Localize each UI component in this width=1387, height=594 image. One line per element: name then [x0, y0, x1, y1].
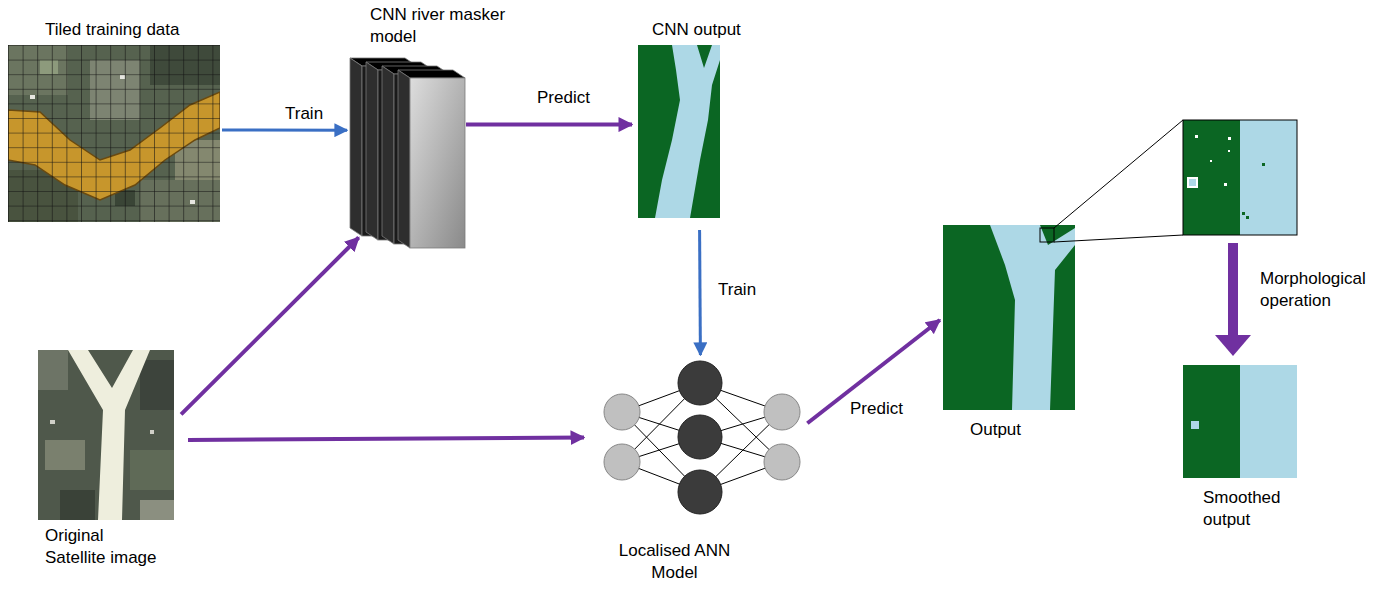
tiled-training-image: Tiled training data [8, 45, 220, 222]
node-caption: Localised ANN Model [612, 540, 737, 584]
ann-network-part [678, 470, 722, 514]
zoom-inset-part [1240, 120, 1297, 235]
ann-network-part [764, 394, 800, 430]
output-mask-image-part [943, 225, 1075, 410]
zoom-leader-line [1054, 120, 1183, 242]
node-caption: CNN river masker model [370, 4, 515, 48]
flow-arrow [466, 123, 632, 127]
morphology-arrow-part [1215, 335, 1251, 356]
zoom-inset-part [1195, 135, 1198, 138]
node-caption: Smoothed output [1203, 487, 1298, 531]
zoom-inset-part [1183, 120, 1297, 235]
cnn-layer-stack-part [398, 70, 410, 248]
output-mask: Output [943, 225, 1075, 410]
cnn-layer-stack-part [366, 62, 378, 240]
connector-group [181, 125, 940, 441]
ann-model: Localised ANN Model [600, 360, 805, 515]
cnn-layer-stack-part [410, 78, 465, 248]
zoom-inset-part [1228, 150, 1230, 152]
cnn-layer-stack-part [350, 58, 362, 236]
cnn-layer-stack-part [382, 66, 394, 244]
edge-label: Train [716, 279, 758, 301]
ann-network-part [604, 394, 640, 430]
cnn-output-mask: CNN output [638, 45, 720, 218]
zoom-leader-line-part [1054, 120, 1183, 228]
zoom-inset-part [1242, 212, 1245, 215]
satellite-image-part [50, 420, 55, 424]
edge-label: Predict [848, 398, 905, 420]
cnn-layer-stack [350, 58, 465, 248]
cnn-output-mask-image [638, 45, 720, 218]
satellite-image-part [68, 350, 150, 520]
ann-network-part [764, 444, 800, 480]
morphology-arrow [1215, 243, 1251, 356]
zoom-inset [1183, 120, 1297, 235]
tiled-training-image-part [8, 45, 220, 222]
zoom-inset-part [1224, 183, 1227, 186]
flow-arrow [807, 320, 939, 423]
edge-label: Predict [535, 87, 592, 109]
satellite-image [38, 350, 174, 520]
satellite-image-part [130, 450, 174, 490]
satellite-image-part [140, 500, 174, 520]
zoom-inset-part [1183, 120, 1240, 235]
flow-arrow [698, 230, 702, 355]
satellite-image-part [140, 360, 174, 410]
zoom-leader-line-part [1054, 235, 1183, 242]
node-caption: Tiled training data [45, 19, 180, 41]
flow-arrow [181, 238, 359, 415]
cnn-model-stack: CNN river masker model [350, 58, 465, 248]
smoothed-output-mask: Smoothed output [1183, 365, 1297, 478]
satellite-image-part [150, 430, 154, 434]
ann-network-part [604, 444, 640, 480]
flow-arrow [188, 438, 584, 440]
ann-network [604, 361, 800, 514]
zoom-inset-part [1262, 163, 1265, 166]
satellite-image: Original Satellite image [38, 350, 174, 520]
tiled-training-image-part [8, 45, 220, 222]
zoom-inset-part [1188, 178, 1197, 187]
smoothed-output-image-part [1191, 421, 1199, 429]
ann-network-part [678, 361, 722, 405]
node-caption: Output [970, 419, 1021, 441]
morphology-arrow-part [1228, 243, 1238, 337]
tiled-training-image [8, 45, 220, 222]
cnn-output-mask-image-part [638, 45, 720, 218]
satellite-image-part [45, 440, 85, 470]
output-mask-image-part [990, 225, 1075, 410]
operation-label: Morphological operation [1260, 268, 1375, 312]
output-mask-image [943, 225, 1075, 410]
satellite-image-part [38, 350, 68, 390]
flow-arrow [222, 128, 347, 131]
smoothed-output-image-part [1183, 365, 1240, 478]
edge-label: Train [283, 103, 325, 125]
zoom-inset-part [1228, 137, 1231, 140]
node-caption: Original Satellite image [45, 525, 163, 569]
ann-network-part [678, 415, 722, 459]
smoothed-output-image-part [1240, 365, 1297, 478]
satellite-image-part [38, 350, 174, 520]
satellite-image-part [60, 490, 95, 520]
node-caption: CNN output [652, 19, 741, 41]
smoothed-output-image [1183, 365, 1297, 478]
zoom-inset-part [1246, 216, 1249, 219]
output-mask-image-part [1040, 228, 1054, 242]
zoom-inset-part [1210, 160, 1212, 162]
cnn-output-mask-image-part [655, 45, 720, 218]
